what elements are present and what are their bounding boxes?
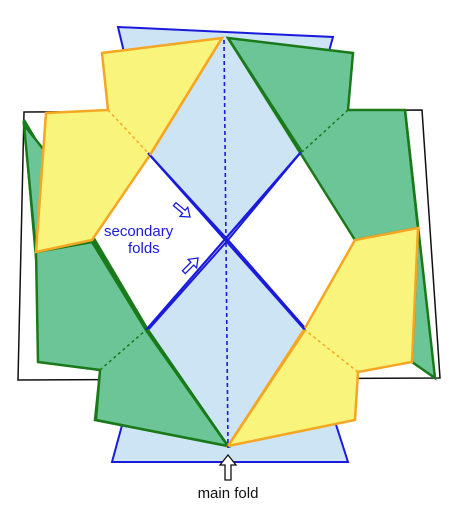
hollow-up-arrow-icon [218,453,238,481]
main-fold-line [223,39,229,449]
edge-top-right [226,37,304,153]
yellow-flap-upper-left [34,36,225,254]
secondary-fold-a [147,152,306,331]
crease-yellow-lower [304,329,359,373]
secondary-folds-label-line1: secondary [104,223,174,240]
hollow-arrow-icon [172,201,191,218]
edge-bottom-right [226,329,307,447]
crease-yellow-upper [107,109,151,156]
crease-green-lower [99,329,147,371]
yellow-flap-lower-right [225,226,420,448]
crease-green-upper [301,109,349,153]
hollow-arrow-icon [181,257,199,275]
secondary-folds-label-line2: folds [128,240,160,257]
edge-top-left [148,37,224,156]
main-fold-label: main fold [198,485,259,502]
secondary-fold-b [145,151,302,331]
edge-bottom-left [144,329,230,447]
